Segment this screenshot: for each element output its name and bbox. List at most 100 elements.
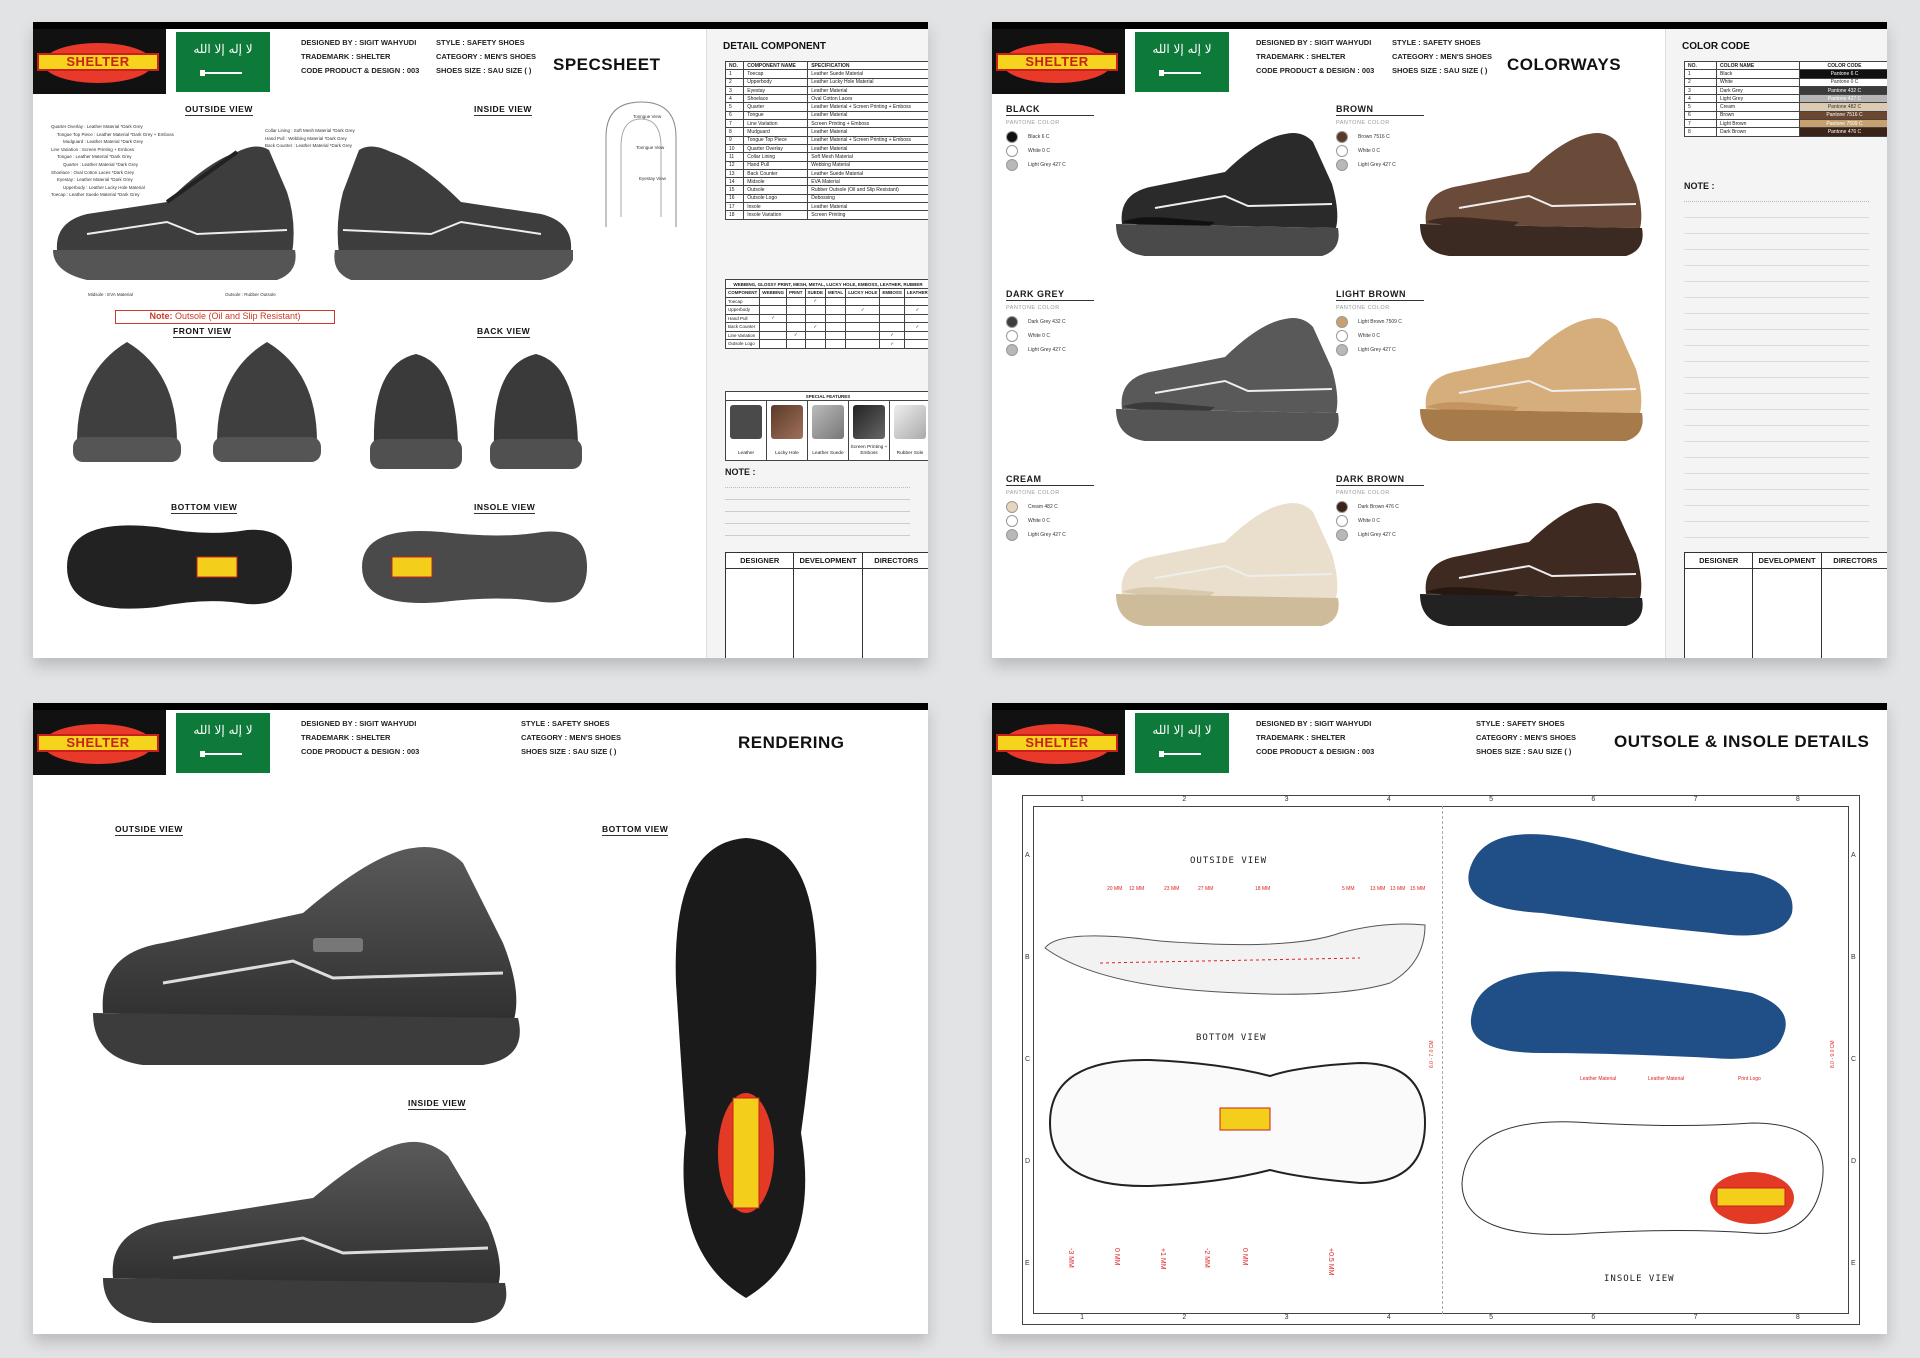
signature-block: DESIGNER DEVELOPMENT DIRECTORS <box>1684 552 1887 658</box>
callout-right-2: Back Counter : Leather Material *Dark Gr… <box>265 143 353 149</box>
colorway-shoe <box>1420 503 1643 626</box>
swatch-label: Dark Brown 476 C <box>1358 504 1399 510</box>
check-icon: ✓ <box>879 330 905 340</box>
header-meta-left: DESIGNED BY : SIGIT WAHYUDI TRADEMARK : … <box>301 38 420 75</box>
note-lines <box>725 487 910 547</box>
empty-cell <box>825 322 847 332</box>
sig-development: DEVELOPMENT <box>1753 553 1821 569</box>
insole-label: Leather Material <box>1648 1076 1685 1082</box>
special-feature-3: Screen Printing + Emboss <box>849 401 890 461</box>
empty-cell <box>845 296 881 306</box>
grid-col-label: 5 <box>1489 796 1494 803</box>
color-swatch <box>1006 501 1018 513</box>
empty-cell <box>879 322 905 332</box>
callout-left-6: Shoelace : Oval Cotton Laces *Dark Grey <box>51 169 135 175</box>
check-icon: ✓ <box>845 305 881 315</box>
view-label-insole: INSOLE VIEW <box>1604 1274 1675 1284</box>
pantone-label: PANTONE COLOR <box>1006 490 1060 496</box>
empty-cell <box>825 296 847 306</box>
grid-col-label: 2 <box>1182 1314 1187 1321</box>
grid-col-label: 3 <box>1284 1314 1289 1321</box>
detail-component-panel: DETAIL COMPONENT NO. COMPONENT NAME SPEC… <box>706 29 928 658</box>
outsole-bottom-drawing <box>1048 1058 1427 1188</box>
empty-cell <box>759 305 787 315</box>
grid-col-label: 7 <box>1693 796 1698 803</box>
grid-row-label: A <box>1851 852 1856 859</box>
colorway-name: CREAM <box>1006 474 1094 486</box>
note-lines <box>1684 201 1869 541</box>
feature-caption: WEBBING, GLOSSY PRINT, MESH, METAL, LUCK… <box>725 279 928 288</box>
view-label-bottom: BOTTOM VIEW <box>602 824 669 836</box>
view-label-inside: INSIDE VIEW <box>408 1098 466 1110</box>
grid-col-label: 6 <box>1591 796 1596 803</box>
swatch-label: Light Brown 7509 C <box>1358 319 1402 325</box>
color-swatch <box>1336 529 1348 541</box>
dimension-top: 23 MM <box>1164 886 1180 892</box>
grid-col-label: 2 <box>1182 796 1187 803</box>
colorway-shoe <box>1116 133 1339 256</box>
grid-col-label: 7 <box>1693 1314 1698 1321</box>
swatch-label: Light Grey 427 C <box>1358 347 1396 353</box>
empty-cell <box>845 339 881 349</box>
view-label-bottom: BOTTOM VIEW <box>1196 1033 1267 1043</box>
empty-cell <box>825 330 847 340</box>
feature-row: Upperbody✓✓ <box>724 305 928 315</box>
check-icon: ✓ <box>804 296 827 306</box>
swatch-label: Light Grey 427 C <box>1028 162 1066 168</box>
grid-row-label: E <box>1025 1260 1030 1267</box>
color-swatch <box>1006 330 1018 342</box>
top-bar <box>33 22 928 29</box>
saudi-flag: لا إله إلا الله <box>176 713 270 773</box>
grid-row-label: A <box>1025 852 1030 859</box>
color-swatch <box>1336 501 1348 513</box>
colorway-shoe <box>1116 318 1339 441</box>
swatch-label: Cream 482 C <box>1028 504 1058 510</box>
tongue-label-0: Tonngue View <box>633 114 662 119</box>
colorway-name: DARK BROWN <box>1336 474 1424 486</box>
empty-cell <box>879 313 905 323</box>
saudi-flag: لا إله إلا الله <box>1135 32 1229 92</box>
empty-cell <box>903 296 928 306</box>
dimension-top: 20 MM <box>1107 886 1123 892</box>
callout-left-1: Tongue Top Piece : Leather Material *Dar… <box>57 131 174 137</box>
colorway-name: BROWN <box>1336 104 1424 116</box>
color-swatch <box>1006 529 1018 541</box>
view-label-bottom: BOTTOM VIEW <box>171 502 238 514</box>
empty-cell <box>759 330 787 340</box>
grid-row-label: B <box>1851 954 1856 961</box>
pantone-label: PANTONE COLOR <box>1336 120 1390 126</box>
empty-cell <box>759 322 787 332</box>
empty-cell <box>759 296 787 306</box>
empty-cell <box>804 313 827 323</box>
callout-left-4: Tongue : Leather Material *Dark Grey <box>57 154 132 160</box>
sig-designer: DESIGNER <box>726 553 794 569</box>
feature-row: Back Counter✓✓ <box>724 322 928 332</box>
note-label: NOTE : <box>725 467 756 477</box>
outsole-insole-page: SHELTER لا إله إلا الله DESIGNED BY : SI… <box>992 703 1887 1334</box>
swatch-label: Light Grey 427 C <box>1358 532 1396 538</box>
view-label-front: FRONT VIEW <box>173 326 232 338</box>
dimension-bottom: -3 MM <box>1067 1248 1074 1268</box>
swatch-label: Light Grey 427 C <box>1028 347 1066 353</box>
sig-development: DEVELOPMENT <box>794 553 862 569</box>
colorway-shoe <box>1420 318 1643 441</box>
empty-cell <box>786 313 806 323</box>
view-label-outside: OUTSIDE VIEW <box>115 824 183 836</box>
brand-logo: SHELTER <box>992 29 1125 94</box>
empty-cell <box>845 322 881 332</box>
feature-row: Line Variation✓✓ <box>724 330 928 340</box>
color-swatch <box>1006 159 1018 171</box>
